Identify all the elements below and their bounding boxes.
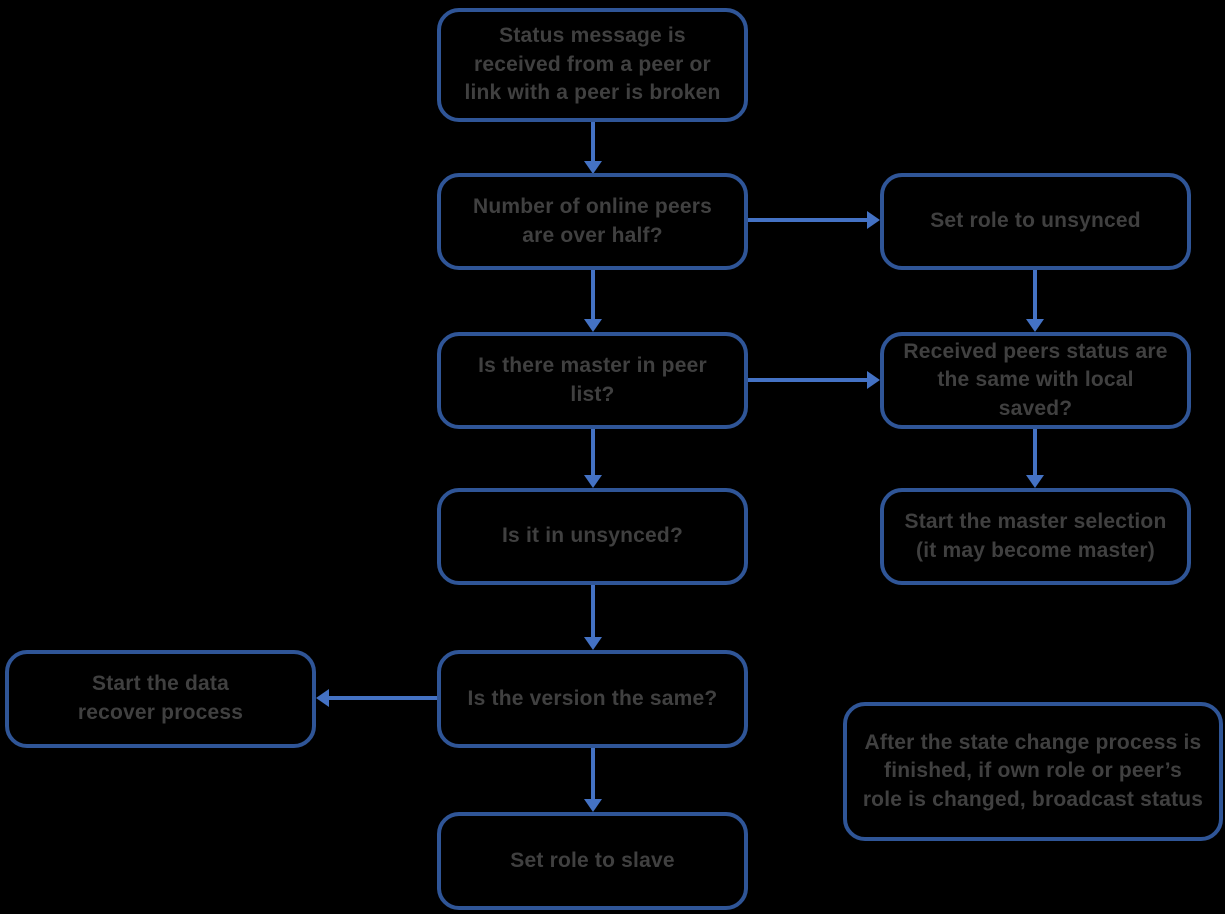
node-set-role-unsynced: Set role to unsynced	[880, 173, 1191, 270]
arrow-master-in-peer-list-to-is-it-in-unsynced	[584, 428, 602, 488]
node-set-role-slave: Set role to slave	[437, 812, 748, 910]
node-start-data-recover: Start the data recover process	[5, 650, 316, 748]
node-peers-over-half: Number of online peers are over half?	[437, 173, 748, 270]
node-is-version-same-label: Is the version the same?	[467, 686, 718, 710]
node-received-status-same: Received peers status are the same with …	[880, 332, 1191, 429]
node-received-status-same-label: Received peers status are the same with …	[903, 339, 1168, 420]
node-set-role-slave-label: Set role to slave	[510, 848, 675, 872]
node-is-it-in-unsynced-label: Is it in unsynced?	[502, 524, 683, 548]
arrow-is-it-in-unsynced-to-is-version-same	[584, 585, 602, 650]
node-set-role-unsynced-label: Set role to unsynced	[930, 209, 1141, 233]
arrow-status-to-peers-over-half	[584, 122, 602, 174]
node-status-message-received: Status message is received from a peer o…	[437, 8, 748, 122]
node-broadcast-status-note-label: After the state change process is finish…	[862, 730, 1204, 811]
node-master-in-peer-list: Is there master in peer list?	[437, 332, 748, 429]
node-start-master-selection: Start the master selection (it may becom…	[880, 488, 1191, 585]
node-master-in-peer-list-label: Is there master in peer list?	[478, 353, 707, 406]
node-broadcast-status-note: After the state change process is finish…	[843, 702, 1223, 841]
arrow-master-in-peer-list-to-received-status-same	[748, 371, 880, 389]
node-start-master-selection-label: Start the master selection (it may becom…	[904, 509, 1167, 562]
arrow-peers-over-half-to-set-role-unsynced	[748, 211, 880, 229]
arrow-received-status-same-to-start-master-selection	[1026, 428, 1044, 488]
node-is-it-in-unsynced: Is it in unsynced?	[437, 488, 748, 585]
node-peers-over-half-label: Number of online peers are over half?	[473, 194, 712, 247]
node-is-version-same: Is the version the same?	[437, 650, 748, 748]
arrow-is-version-same-to-start-data-recover	[316, 689, 437, 707]
arrow-set-role-unsynced-to-received-status-same	[1026, 270, 1044, 332]
node-status-message-received-label: Status message is received from a peer o…	[464, 24, 721, 105]
arrow-is-version-same-to-set-role-slave	[584, 748, 602, 812]
arrow-peers-over-half-to-master-in-peer-list	[584, 270, 602, 332]
node-start-data-recover-label: Start the data recover process	[77, 672, 244, 724]
